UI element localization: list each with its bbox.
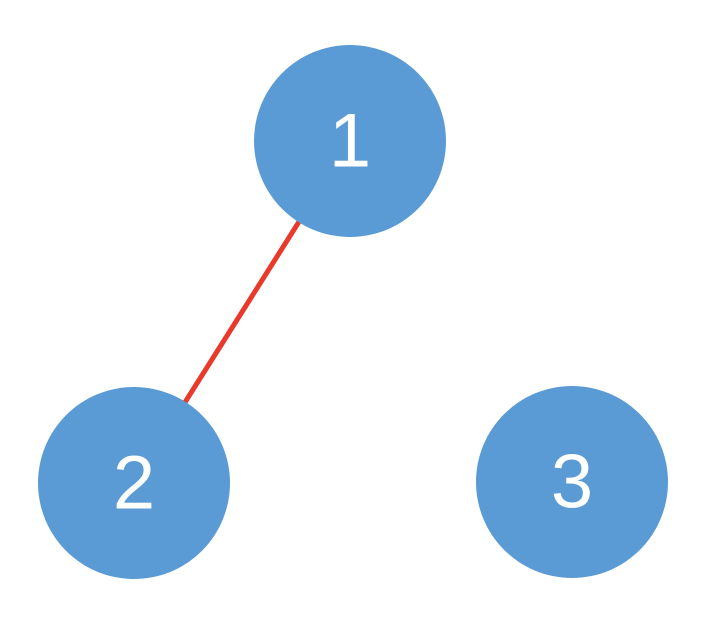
graph-node-1[interactable] — [254, 45, 446, 237]
graph-node-2[interactable] — [38, 387, 230, 579]
graph-node-3[interactable] — [476, 386, 668, 578]
